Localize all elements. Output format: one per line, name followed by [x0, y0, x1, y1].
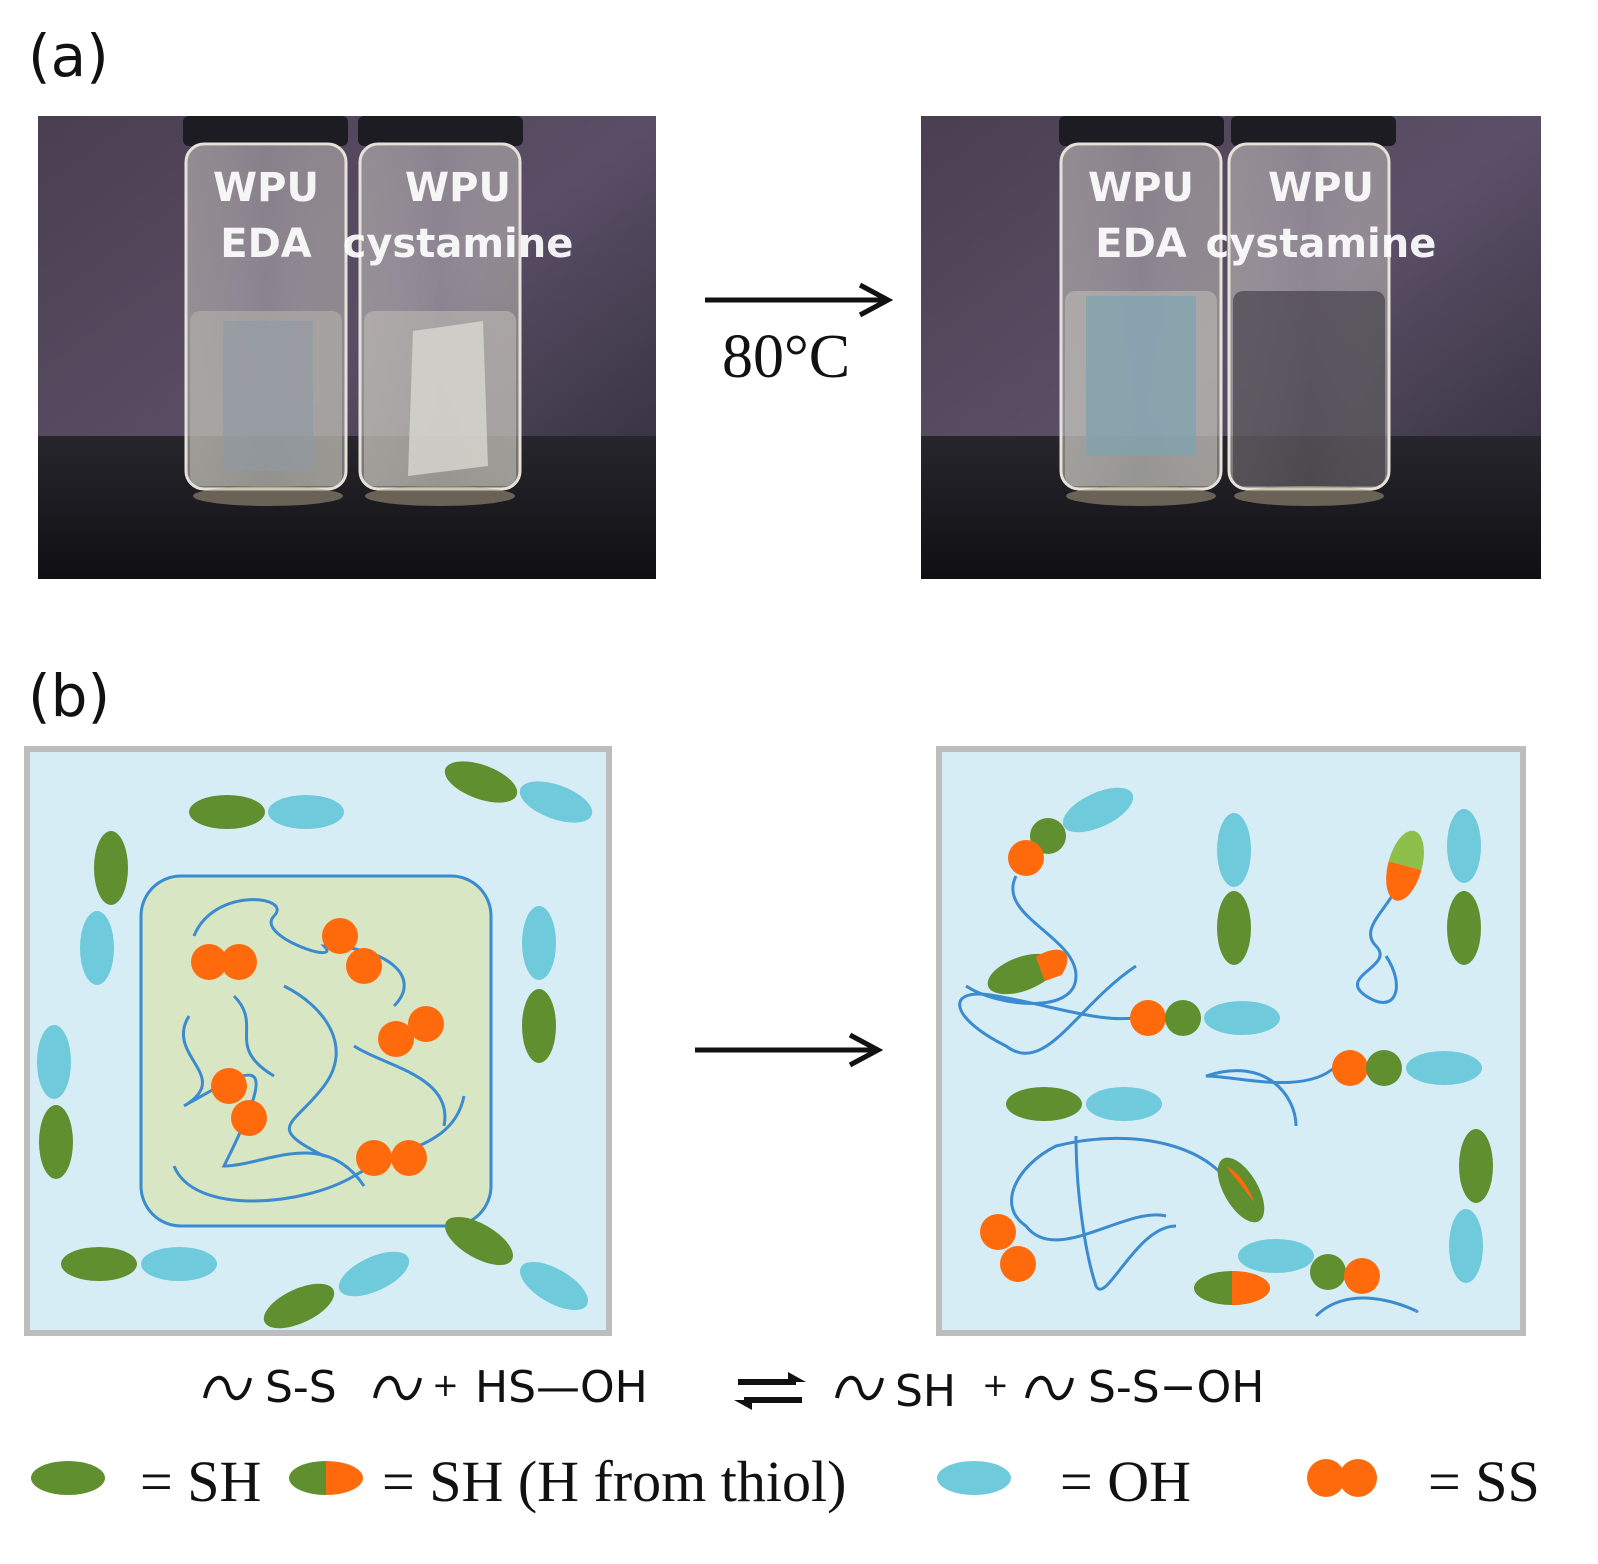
photo-before-image [38, 116, 656, 579]
reaction-right-1: SH [895, 1366, 957, 1417]
vial-label-line: WPU [1268, 165, 1374, 211]
vial-label-line: cystamine [342, 221, 574, 267]
vial-label-line: WPU [1088, 165, 1194, 211]
dispersion-before [24, 746, 612, 1336]
chain-squiggle-icon [1025, 1375, 1074, 1401]
vial-label-line: cystamine [1205, 221, 1437, 267]
arrow-b [695, 1032, 884, 1068]
vial1-label-before: WPU EDA [186, 168, 346, 264]
ss-legend-icon [1307, 1459, 1377, 1497]
chain-squiggle-icon [203, 1375, 252, 1401]
vial-label-line: WPU [213, 165, 319, 211]
polymer-particle [139, 874, 493, 1228]
photo-after-heating: WPU EDA WPU cystamine [921, 116, 1541, 579]
sh-h-legend-icon [289, 1461, 363, 1495]
vial1-label-after: WPU EDA [1051, 168, 1231, 264]
oh-legend-icon [937, 1461, 1011, 1495]
photo-after-image [921, 116, 1541, 579]
dispersion-after [936, 746, 1526, 1336]
chain-squiggle-icon [835, 1375, 884, 1401]
vial-label-line: WPU [405, 165, 511, 211]
photo-before-heating: WPU EDA WPU cystamine [38, 116, 656, 579]
sh-legend-icon [31, 1461, 105, 1495]
reaction-left-1: S-S [265, 1362, 337, 1413]
panel-b-label: (b) [28, 662, 111, 730]
arrow-a [705, 282, 894, 318]
panel-a-label: (a) [28, 22, 109, 90]
reaction-plus-2: + [982, 1366, 1009, 1404]
reaction-left-2: HS—OH [475, 1362, 648, 1413]
legend-sh-h: = SH (H from thiol) [382, 1449, 847, 1514]
legend-oh: = OH [1060, 1449, 1191, 1514]
legend-ss: = SS [1428, 1449, 1540, 1514]
vial-label-line: EDA [220, 221, 312, 267]
temperature-label: 80°C [722, 323, 851, 391]
vial2-label-after: WPU cystamine [1201, 168, 1441, 264]
legend-sh: = SH [140, 1449, 262, 1514]
equilibrium-arrow-icon [734, 1372, 806, 1410]
after-groups [980, 787, 1493, 1305]
vial-label-line: EDA [1095, 221, 1187, 267]
chain-squiggle-icon [373, 1375, 422, 1401]
reaction-right-2: S-S−OH [1088, 1362, 1265, 1413]
vial2-label-before: WPU cystamine [338, 168, 578, 264]
sh-oh-pairs [37, 761, 593, 1329]
reaction-plus-1: + [432, 1366, 459, 1404]
